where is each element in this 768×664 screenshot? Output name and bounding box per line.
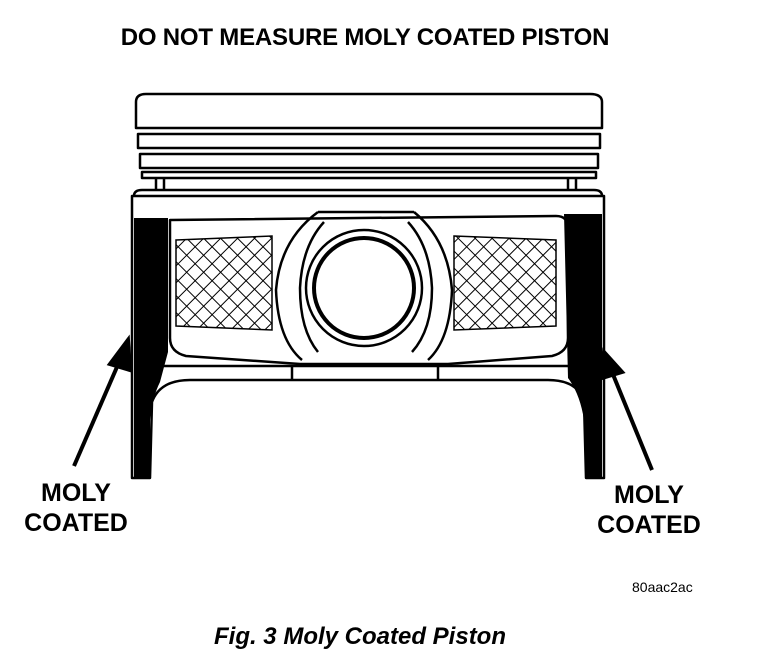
moly-coated-label-left: MOLY COATED [18, 478, 134, 538]
ring-groove-3 [140, 170, 598, 180]
wrist-pin-bore-inner [312, 236, 416, 340]
piston-crown [134, 92, 604, 130]
pin-boss [274, 210, 454, 361]
left-crosshatch-panel [176, 236, 272, 330]
label-line-1: MOLY [41, 479, 111, 507]
diagram-title: DO NOT MEASURE MOLY COATED PISTON [120, 24, 610, 51]
figure-caption: Fig. 3 Moly Coated Piston [213, 623, 507, 650]
left-arrow [72, 359, 122, 467]
ring-groove-1 [136, 132, 602, 150]
right-arrow [610, 371, 654, 471]
ring-groove-2 [138, 152, 600, 170]
moly-coated-label-right: MOLY COATED [590, 480, 708, 540]
left-moly-coating [134, 218, 168, 478]
right-crosshatch-panel [454, 236, 556, 330]
wrist-pin-bore-outer [304, 228, 424, 348]
label-line-1: MOLY [614, 481, 684, 509]
label-line-2: COATED [24, 509, 128, 537]
label-line-2: COATED [597, 511, 701, 539]
reference-code: 80aac2ac [632, 579, 693, 595]
right-moly-coating [564, 214, 602, 478]
